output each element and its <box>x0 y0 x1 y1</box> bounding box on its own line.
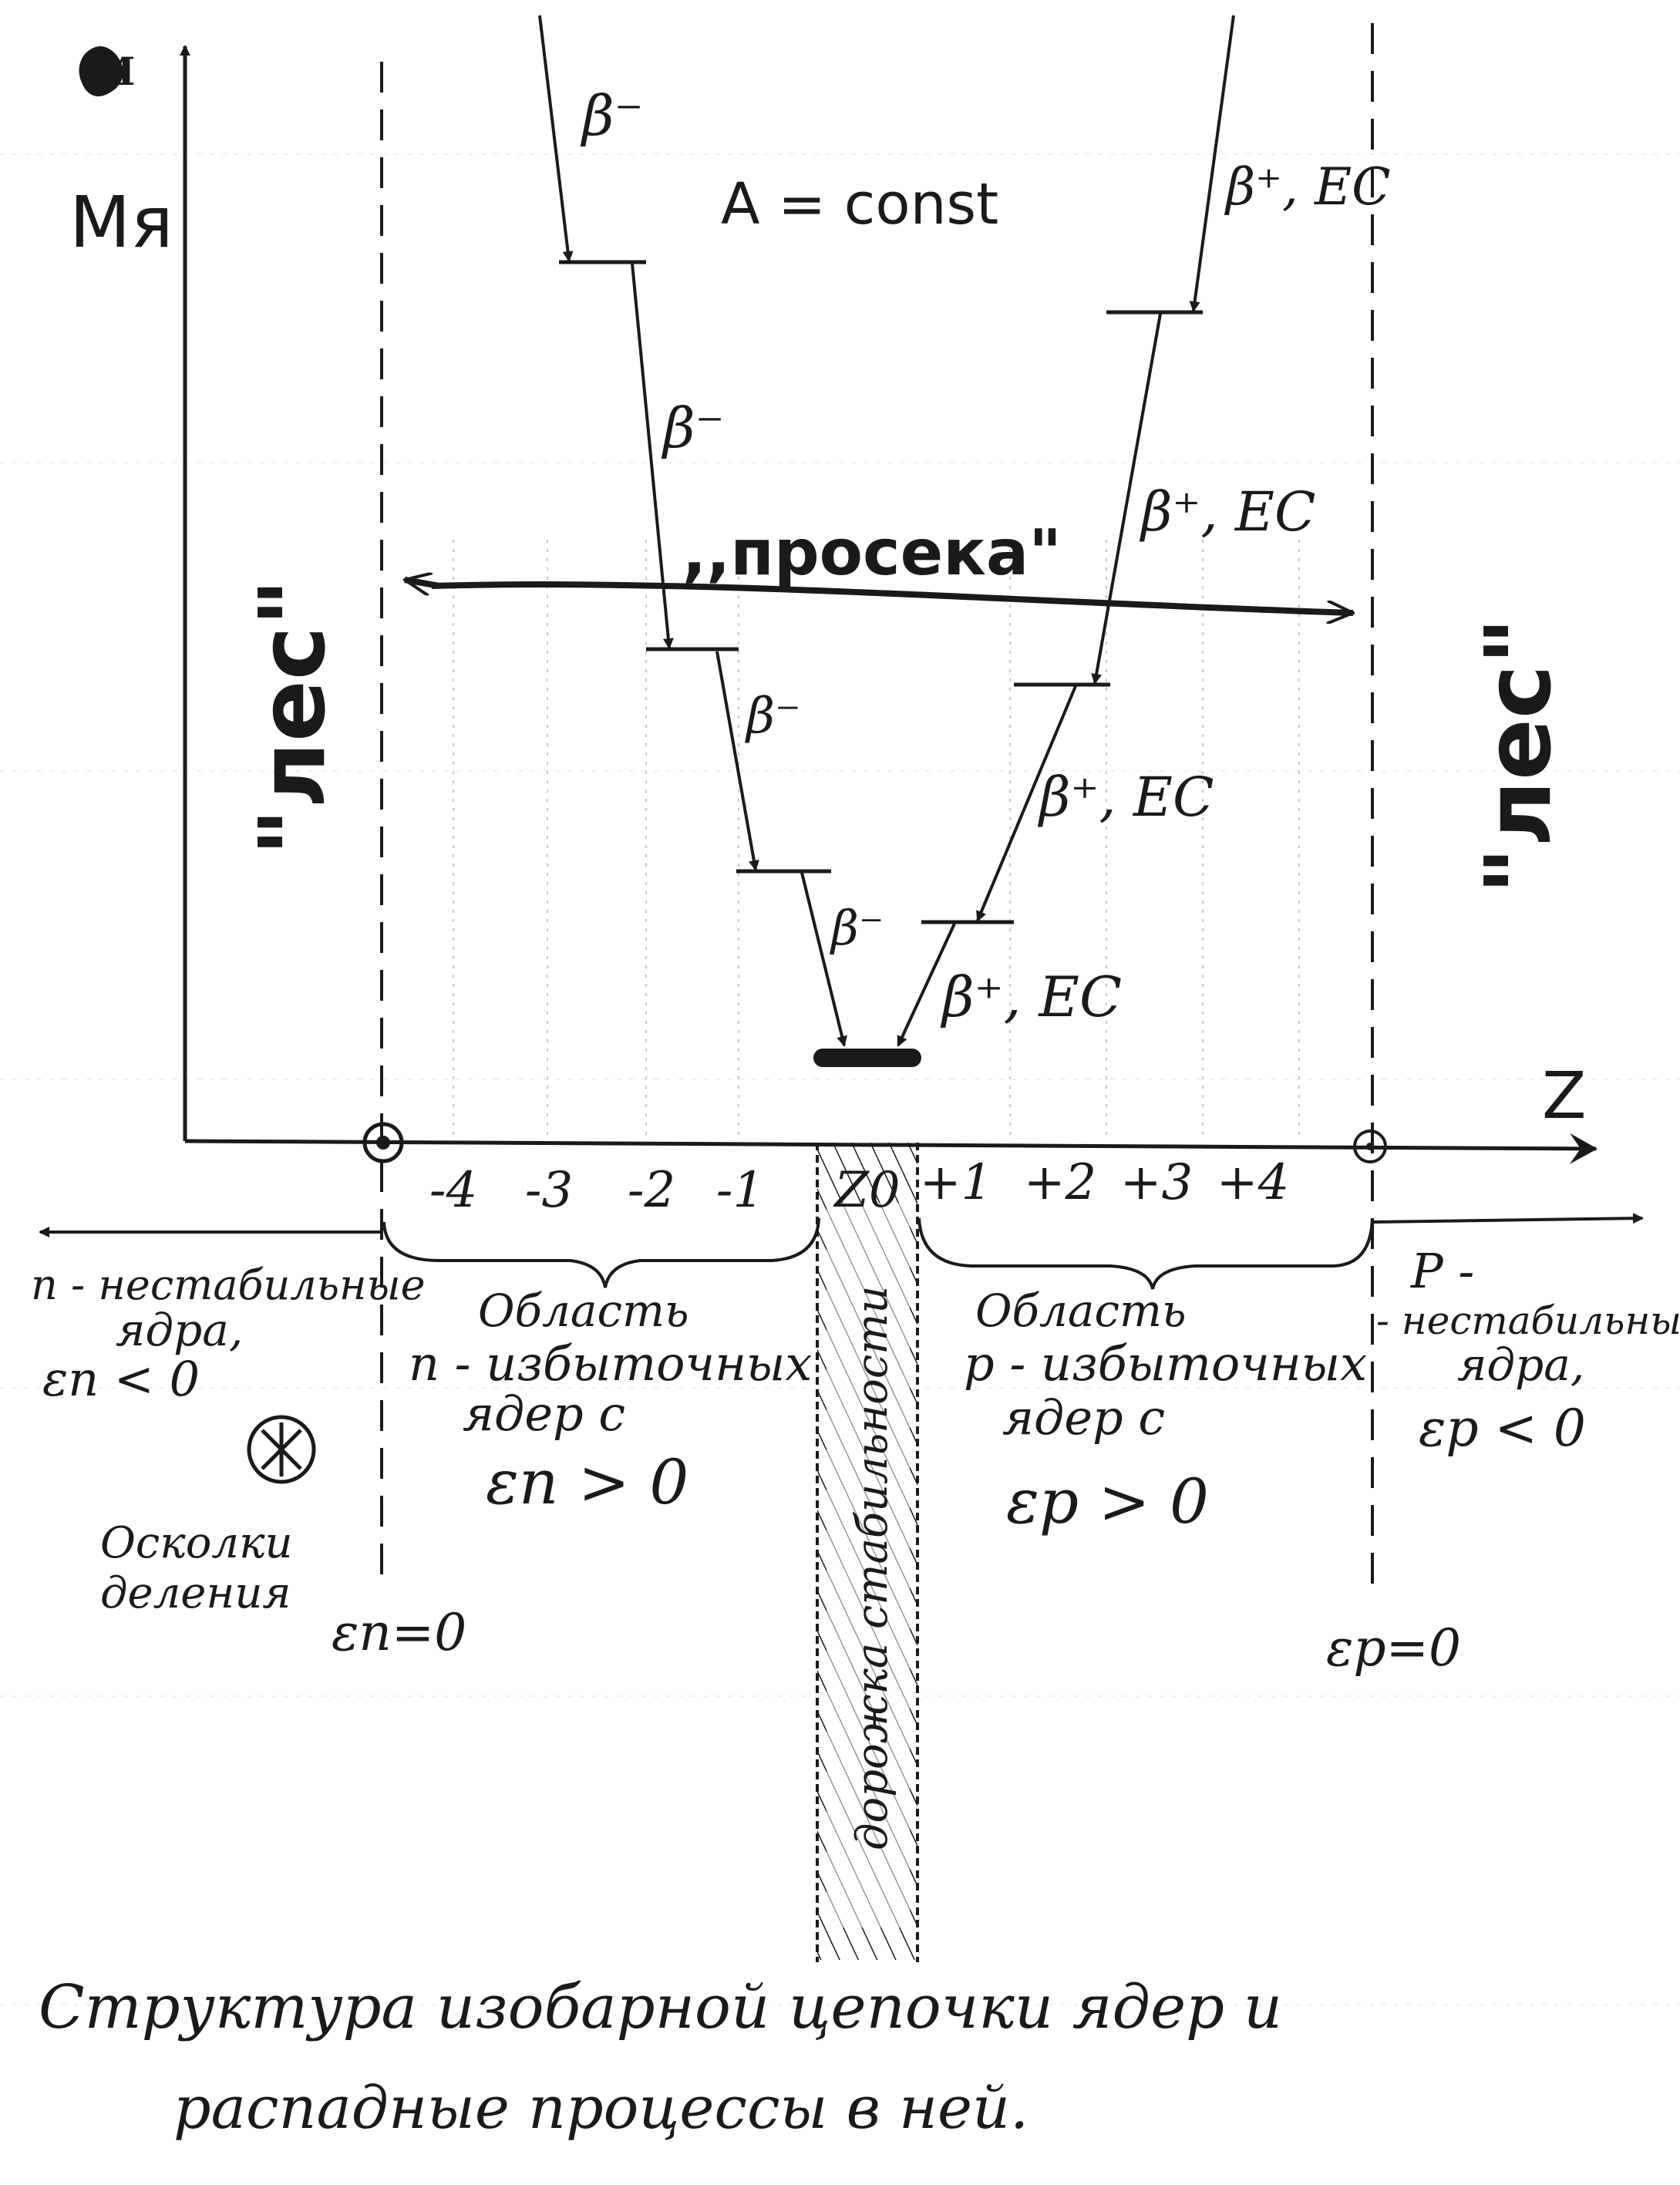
forest-left-label: "лес" <box>239 579 345 856</box>
beta-plus-ec-label: β⁺, EC <box>1037 766 1214 829</box>
a-const-label: A = const <box>721 171 998 237</box>
n-region-text: Область n - избыточных ядер с εn > 0 <box>409 1284 812 1518</box>
tick-label: +4 <box>1217 1154 1289 1211</box>
y-axis-label: Mя <box>69 181 173 264</box>
en-zero-label: εn=0 <box>332 1603 466 1662</box>
left-edge-text: n - нестабильные ядра, εn < 0 Осколки де… <box>31 1261 426 1618</box>
svg-text:p - избыточных: p - избыточных <box>964 1335 1367 1392</box>
beta-minus-label: β⁻ <box>745 688 801 745</box>
n-region-brace <box>382 1217 820 1288</box>
x-axis-label: Z <box>1542 1058 1587 1133</box>
svg-text:P -: P - <box>1410 1243 1474 1299</box>
svg-text:εn > 0: εn > 0 <box>486 1446 688 1518</box>
beta-plus-ec-label: β⁺, EC <box>1224 157 1391 217</box>
en-zero-marker <box>362 1122 404 1163</box>
tick-guide-lines <box>453 540 1300 1141</box>
svg-text:ядер с: ядер с <box>1002 1389 1165 1446</box>
caption-line-2: распадные процессы в ней. <box>173 2073 1029 2142</box>
svg-text:n - нестабильные: n - нестабильные <box>31 1261 426 1309</box>
beta-minus-label: β⁻ <box>661 396 725 460</box>
tick-label: -1 <box>716 1162 764 1219</box>
svg-text:ядра,: ядра, <box>116 1304 243 1356</box>
tick-label: -3 <box>525 1162 573 1219</box>
tick-label: +2 <box>1024 1154 1096 1211</box>
fission-fragments-icon <box>247 1415 316 1484</box>
p-region-brace <box>917 1217 1374 1290</box>
forest-right-label: "лес" <box>1465 618 1571 894</box>
svg-text:- нестабильны: - нестабильны <box>1376 1298 1680 1343</box>
svg-text:Область: Область <box>975 1284 1187 1337</box>
decay-labels: β⁻ β⁻ β⁻ β⁻ β⁺, EC β⁺, EC β⁺, EC β⁺, EC <box>580 83 1391 1029</box>
x-tick-labels: -4 -3 -2 -1 Z0 +1 +2 +3 +4 <box>429 1154 1289 1219</box>
beta-minus-label: β⁻ <box>830 900 884 956</box>
tick-label: -2 <box>628 1162 675 1219</box>
tick-label: -4 <box>429 1162 477 1219</box>
svg-text:Область: Область <box>478 1284 689 1337</box>
tick-label: +3 <box>1120 1154 1193 1211</box>
svg-text:εn < 0: εn < 0 <box>42 1351 200 1407</box>
beta-plus-ec-label: β⁺, EC <box>940 965 1122 1029</box>
svg-text:εp > 0: εp > 0 <box>1006 1466 1209 1537</box>
right-edge-text: P - - нестабильны ядра, εp < 0 <box>1376 1243 1680 1458</box>
stable-ground-state <box>813 1049 921 1067</box>
caption-line-1: Структура изобарной цепочки ядер и <box>39 1973 1282 2042</box>
svg-text:ядер с: ядер с <box>463 1385 625 1442</box>
ep-zero-marker <box>1353 1130 1387 1163</box>
svg-text:n - избыточных: n - избыточных <box>409 1335 812 1392</box>
prosekа-double-arrow <box>431 581 1353 613</box>
region-brackets <box>382 1217 1374 1290</box>
tick-label: Z0 <box>833 1162 900 1219</box>
prosekа-label: ,,просека" <box>682 517 1062 590</box>
svg-text:ядра,: ядра, <box>1457 1338 1584 1391</box>
beta-minus-label: β⁻ <box>580 83 644 148</box>
stability-valley-label: дорожка стабильности <box>847 1286 897 1850</box>
right-outgoing-arrow <box>1373 1213 1644 1224</box>
beta-plus-ec-arrows <box>897 15 1235 1047</box>
svg-text:M: M <box>93 49 135 94</box>
p-region-text: Область p - избыточных ядер с εp > 0 <box>964 1284 1367 1537</box>
svg-text:деления: деления <box>100 1568 291 1618</box>
tick-label: +1 <box>920 1154 992 1211</box>
corner-scribble-mark: M <box>79 46 135 96</box>
svg-text:εp < 0: εp < 0 <box>1419 1399 1586 1458</box>
ep-zero-label: εp=0 <box>1326 1618 1461 1678</box>
energy-levels <box>559 260 1203 924</box>
svg-text:Осколки: Осколки <box>100 1518 293 1568</box>
beta-plus-ec-label: β⁺, EC <box>1139 480 1316 544</box>
